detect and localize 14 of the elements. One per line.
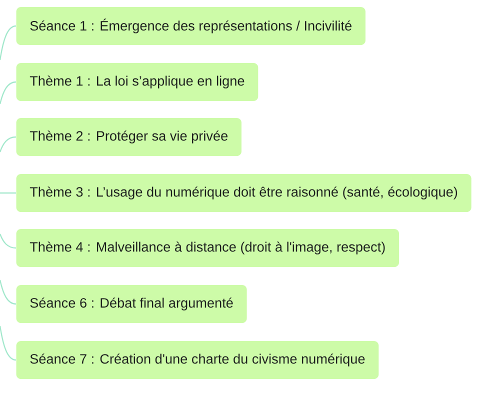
connector-line bbox=[0, 326, 16, 361]
topic-box: Séance 6 : Débat final argumenté bbox=[16, 285, 247, 323]
topic-box: Séance 7 : Création d'une charte du civisme numérique bbox=[16, 341, 379, 379]
connector-line bbox=[0, 192, 16, 194]
connector-line bbox=[0, 81, 16, 104]
connector-line bbox=[0, 234, 16, 249]
topic-box: Thème 3 : L’usage du numérique doit être raisonné (santé, écologique) bbox=[16, 174, 472, 212]
connector-line bbox=[0, 136, 16, 152]
connector-line bbox=[0, 280, 16, 305]
topic-box: Thème 2 : Protéger sa vie privée bbox=[16, 118, 242, 156]
connector-line bbox=[0, 25, 16, 60]
topic-box: Séance 1 : Émergence des représentations / Incivilité bbox=[16, 7, 366, 45]
topic-box: Thème 4 : Malveillance à distance (droit à l'image, respect) bbox=[16, 229, 400, 267]
topic-box: Thème 1 : La loi s’applique en ligne bbox=[16, 63, 258, 101]
